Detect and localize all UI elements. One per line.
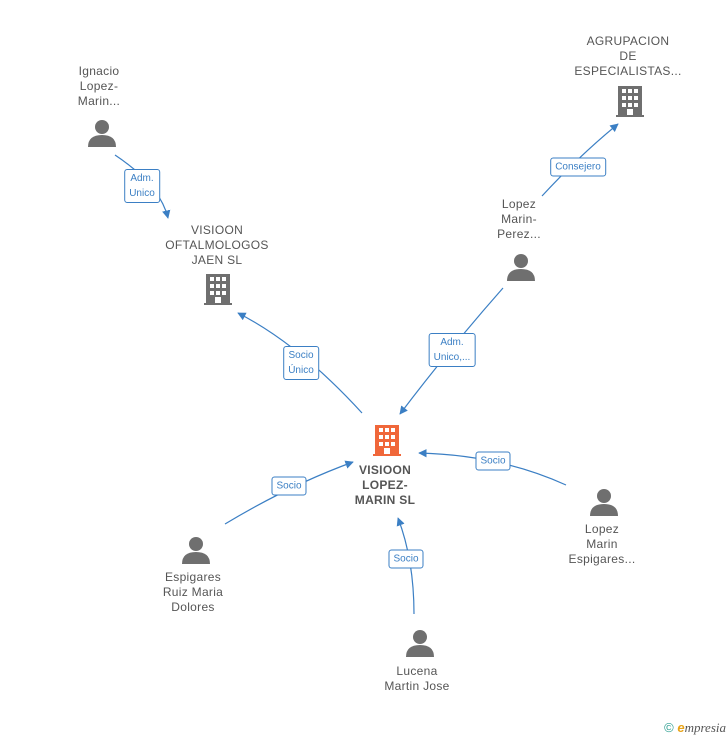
edge-label-adm-unico-2: Adm. Unico,...	[428, 333, 476, 367]
brand-name: mpresia	[684, 720, 726, 735]
edge-label-socio-espigares: Socio	[271, 476, 307, 496]
person-icon-espigares-ruiz[interactable]	[182, 537, 210, 564]
edge-label-socio-lucena: Socio	[388, 549, 424, 569]
node-label-ignacio[interactable]: Ignacio Lopez- Marin...	[77, 64, 121, 108]
node-label-visioon-jaen[interactable]: VISIOON OFTALMOLOGOS JAEN SL	[165, 223, 269, 267]
edge-label-socio-unico: Socio Único	[283, 346, 319, 380]
person-icon-lopez-perez[interactable]	[507, 254, 535, 281]
edge-label-socio-lopez-espigares: Socio	[475, 451, 511, 471]
person-icon-ignacio[interactable]	[88, 120, 116, 147]
edge-label-consejero: Consejero	[550, 157, 606, 177]
node-label-lucena[interactable]: Lucena Martin Jose	[384, 664, 450, 693]
node-label-lopez-espigares[interactable]: Lopez Marin Espigares...	[568, 522, 636, 566]
building-icon-visioon-jaen[interactable]	[204, 274, 232, 305]
building-icon-main[interactable]	[373, 425, 401, 456]
node-label-espigares-ruiz[interactable]: Espigares Ruiz Maria Dolores	[162, 570, 224, 614]
copyright-icon: ©	[664, 720, 674, 735]
footer-brand: © empresia	[664, 720, 726, 736]
brand-logo-e: e	[677, 720, 685, 735]
building-icon-agrupacion[interactable]	[616, 86, 644, 117]
person-icon-lopez-espigares[interactable]	[590, 489, 618, 516]
node-label-main[interactable]: VISIOON LOPEZ- MARIN SL	[354, 463, 416, 507]
person-icon-lucena[interactable]	[406, 630, 434, 657]
node-label-lopez-perez[interactable]: Lopez Marin- Perez...	[497, 197, 541, 241]
node-label-agrupacion[interactable]: AGRUPACION DE ESPECIALISTAS...	[574, 34, 682, 78]
edge-label-adm-unico: Adm. Unico	[124, 169, 160, 203]
